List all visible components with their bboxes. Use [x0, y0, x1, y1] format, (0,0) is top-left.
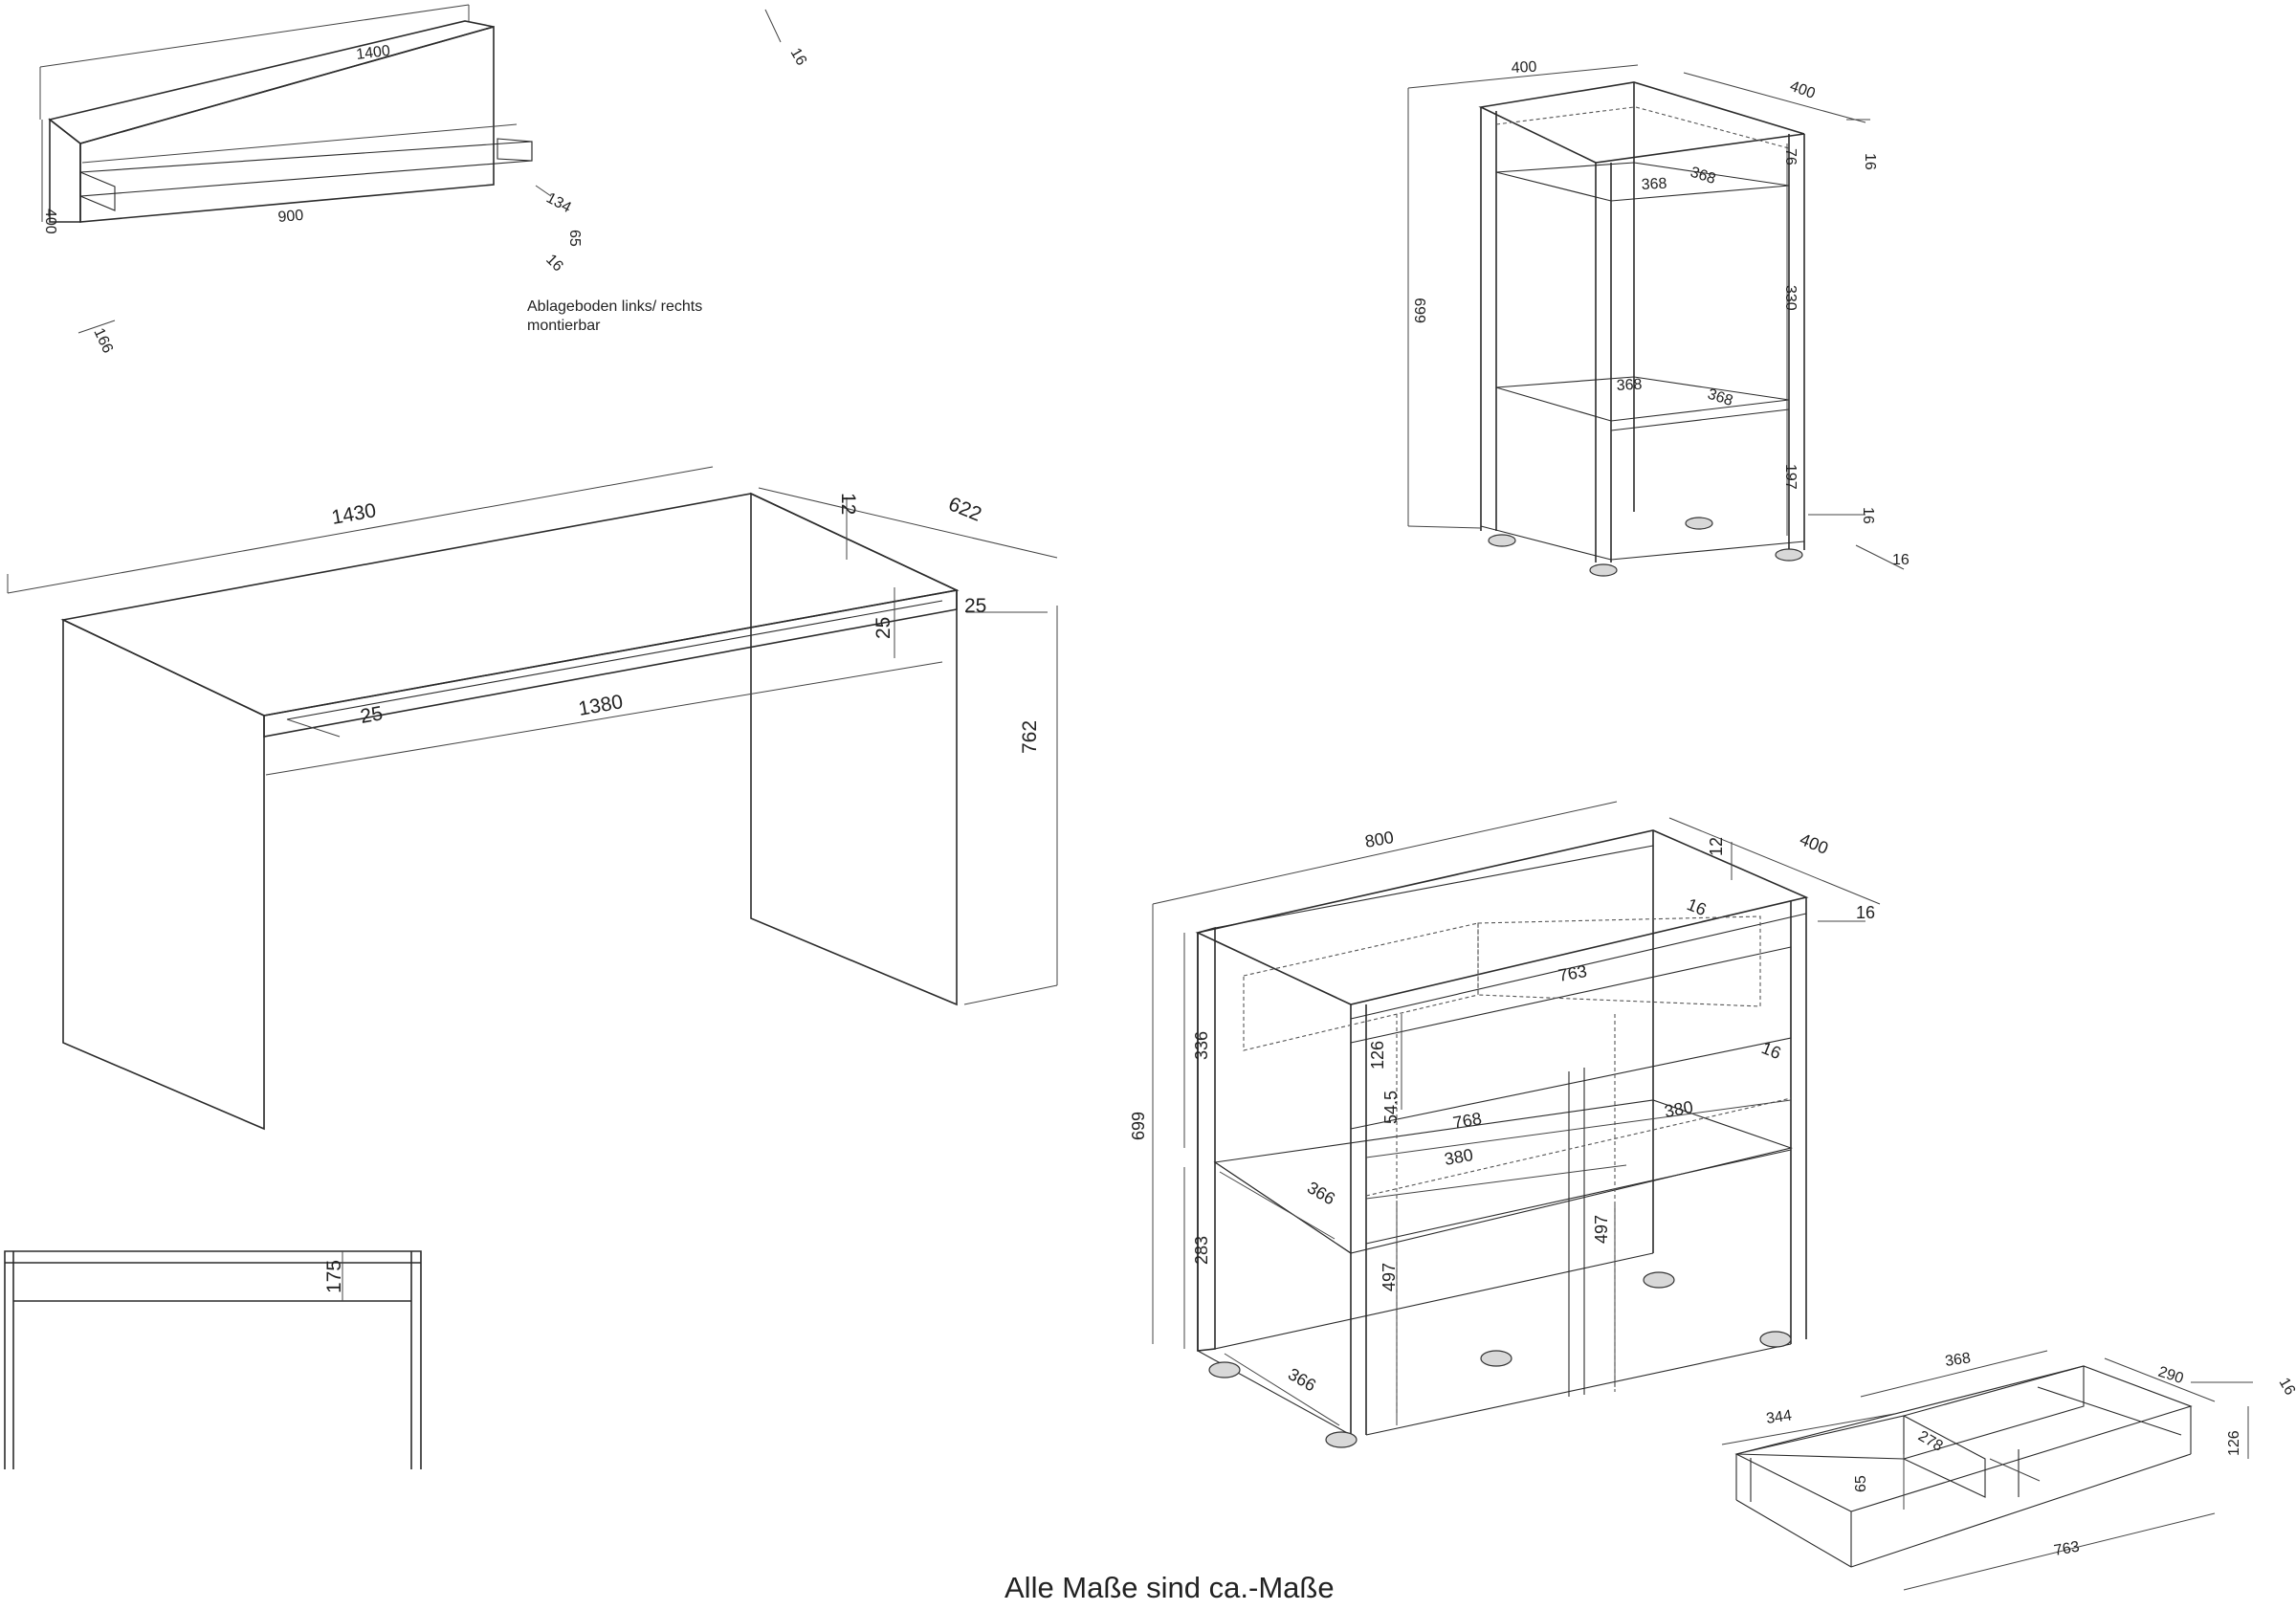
sideboard-dim-16-right: 16: [1856, 903, 1875, 922]
sideboard-dim-763: 763: [1556, 961, 1588, 985]
sideboard-dim-380-right: 380: [1663, 1097, 1694, 1121]
desk-perspective: 1430 622 12 25 25 25 1380 762: [7, 466, 1058, 1131]
shelfunit-dim-368-a: 368: [1641, 176, 1667, 193]
shelfunit-dim-368-b: 368: [1689, 165, 1718, 187]
wall-shelf-panel: 1400 16 400 900 134 65 16 166 Ablagebode…: [39, 4, 810, 356]
shelfunit-dim-669: 669: [1413, 298, 1429, 323]
sideboard-dim-497-left: 497: [1380, 1263, 1399, 1291]
sideboard-dim-54-5: 54.5: [1381, 1091, 1401, 1124]
sideboard-dim-12: 12: [1707, 837, 1726, 856]
drawer-dim-16: 16: [2276, 1376, 2296, 1399]
shelf-dim-16-shelf: 16: [542, 252, 566, 276]
desk-dim-12: 12: [837, 493, 859, 515]
shelf-dim-65: 65: [566, 230, 583, 247]
desk-dim-25-left: 25: [359, 702, 385, 728]
shelf-dim-400: 400: [42, 209, 58, 234]
shelfunit-dim-368-c: 368: [1616, 377, 1643, 394]
shelfunit-dim-16-foot: 16: [1892, 552, 1910, 568]
desk-dim-622: 622: [945, 493, 984, 525]
sideboard-dim-400: 400: [1798, 829, 1831, 858]
shelfunit-dim-16-bottom: 16: [1860, 507, 1876, 524]
shelfunit-dim-16-top: 16: [1862, 153, 1878, 170]
drawer-detail: 368 290 16 344 65 278 126 763: [1721, 1350, 2296, 1591]
sideboard-dim-126: 126: [1368, 1041, 1387, 1070]
sideboard-dim-366-upper: 366: [1304, 1178, 1338, 1208]
sideboard-dim-800: 800: [1363, 827, 1395, 851]
shelf-note-line2: montierbar: [527, 318, 601, 334]
desk-dim-25-apron: 25: [872, 617, 894, 639]
shelf-dim-1400: 1400: [355, 43, 391, 63]
shelfunit-dim-400-width: 400: [1511, 59, 1537, 77]
open-shelf-unit: 400 400 16 76 368 368 669 330 368 368 19…: [1407, 59, 1910, 577]
sideboard-dim-380-left: 380: [1443, 1145, 1474, 1169]
sideboard-dim-699: 699: [1129, 1112, 1148, 1140]
shelfunit-dim-76: 76: [1782, 148, 1799, 165]
sideboard: 800 400 12 16 16 763 16 336 699 126 54.5…: [1129, 801, 1881, 1448]
desk-dim-1430: 1430: [330, 499, 378, 529]
drawer-dim-65: 65: [1853, 1475, 1869, 1492]
sideboard-dim-768: 768: [1451, 1109, 1483, 1133]
drawer-dim-344: 344: [1765, 1407, 1793, 1427]
shelf-note-line1: Ablageboden links/ rechts: [527, 298, 702, 315]
desk-side-view: 175: [4, 1250, 422, 1469]
shelf-dim-900: 900: [277, 208, 304, 226]
drawer-dim-763: 763: [2053, 1539, 2081, 1559]
sideboard-dim-16-drawer: 16: [1759, 1038, 1784, 1063]
sideboard-dim-283: 283: [1192, 1236, 1211, 1265]
sideboard-dim-497-right: 497: [1592, 1215, 1611, 1244]
footer-note: Alle Maße sind ca.-Maße: [1004, 1571, 1335, 1604]
shelfunit-dim-368-d: 368: [1706, 386, 1735, 409]
drawer-dim-290: 290: [2156, 1364, 2186, 1387]
shelf-dim-16-top: 16: [787, 46, 810, 69]
shelfunit-dim-197: 197: [1782, 464, 1799, 490]
drawer-dim-126: 126: [2226, 1430, 2242, 1456]
shelf-dim-166: 166: [90, 326, 116, 356]
drawer-dim-368: 368: [1944, 1350, 1972, 1370]
desk-dim-762: 762: [1019, 720, 1041, 754]
sideboard-dim-366-lower: 366: [1285, 1364, 1319, 1395]
sideboard-dim-336: 336: [1192, 1031, 1211, 1060]
shelf-dim-134: 134: [543, 190, 574, 217]
shelfunit-dim-400-depth: 400: [1788, 78, 1818, 102]
desk-dim-25-right: 25: [964, 595, 986, 617]
desk-side-dim-175: 175: [323, 1260, 345, 1293]
shelfunit-dim-330: 330: [1782, 285, 1799, 311]
sideboard-dim-16-top: 16: [1685, 894, 1710, 919]
